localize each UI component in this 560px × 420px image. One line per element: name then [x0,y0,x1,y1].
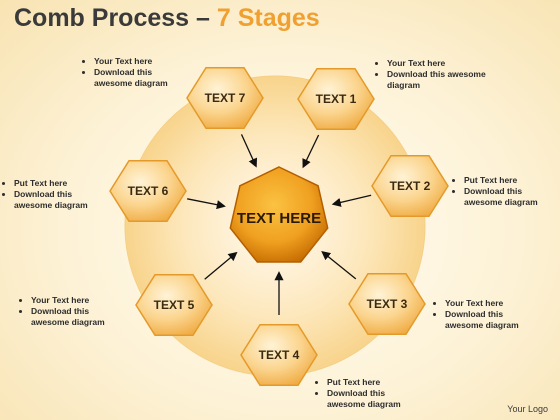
arrow-7 [240,134,258,168]
note-item: Your Text here [94,56,190,67]
page-title: Comb Process – 7 Stages [14,4,320,33]
arrow-5 [204,251,238,280]
note-item: Your Text here [387,58,493,69]
stage-label-3: TEXT 3 [366,297,408,311]
note-stage-4: Put Text here Download this awesome diag… [313,377,423,410]
note-item: Put Text here [14,178,105,189]
note-item: Put Text here [327,377,423,388]
arrow-1 [302,134,320,169]
stage-label-7: TEXT 7 [204,91,246,105]
note-stage-3: Your Text here Download this awesome dia… [431,298,541,331]
arrow-3 [321,250,357,280]
stage-hexagon-1 [297,67,375,131]
note-item: Download this awesome diagram [464,186,550,208]
note-stage-2: Put Text here Download this awesome diag… [450,175,550,208]
stage-label-6: TEXT 6 [127,184,169,198]
note-item: Put Text here [464,175,550,186]
logo-text: Your Logo [507,404,548,414]
stage-label-2: TEXT 2 [389,179,431,193]
stage-hexagon-2 [371,154,449,218]
note-item: Download this awesome diagram [327,388,423,410]
note-item: Download this awesome diagram [94,67,190,89]
note-item: Download this awesome diagram [387,69,493,91]
arrows-group [187,134,372,315]
note-item: Download this awesome diagram [14,189,105,211]
stage-label-1: TEXT 1 [315,92,357,106]
note-stage-5: Your Text here Download this awesome dia… [17,295,127,328]
note-stage-6: Put Text here Download this awesome diag… [0,178,105,211]
center-heptagon [229,166,329,263]
stage-hexagon-6 [109,159,187,223]
title-main: Comb Process [14,4,190,32]
stage-hexagon-7 [186,66,264,130]
note-item: Your Text here [445,298,541,309]
arrow-6 [187,198,226,210]
note-item: Download this awesome diagram [445,309,541,331]
stage-hexagons [109,66,449,387]
stage-hexagon-4 [240,323,318,387]
arrow-2 [331,194,372,207]
note-stage-1: Your Text here Download this awesome dia… [373,58,493,91]
note-item: Your Text here [31,295,127,306]
center-label: TEXT HERE [236,210,322,227]
stage-hexagon-5 [135,273,213,337]
stage-label-4: TEXT 4 [258,348,300,362]
note-item: Download this awesome diagram [31,306,127,328]
stage-hexagon-3 [348,272,426,336]
note-stage-7: Your Text here Download this awesome dia… [80,56,190,89]
title-separator: – [189,4,217,32]
stage-label-5: TEXT 5 [153,298,195,312]
title-sub: 7 Stages [216,4,320,32]
